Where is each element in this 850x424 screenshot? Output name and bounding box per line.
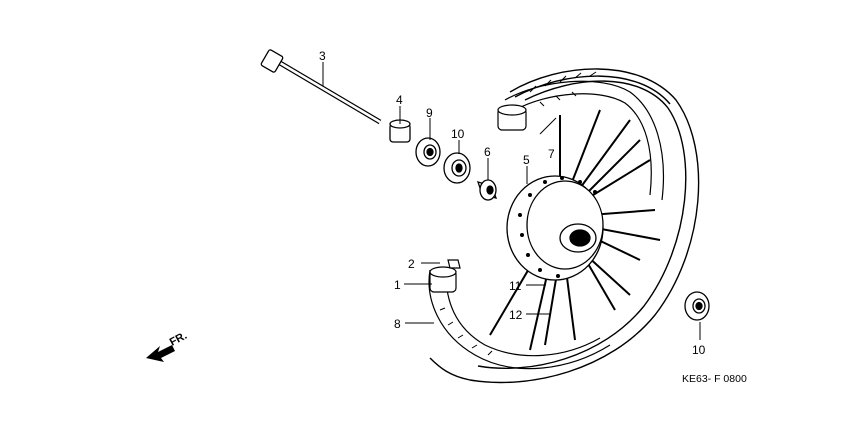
bearing-10-lower: [684, 291, 710, 321]
diagram-code: KE63- F 0800: [682, 373, 747, 385]
callout-8: 8: [394, 317, 401, 331]
callout-12: 12: [509, 308, 523, 322]
direction-label: FR.: [168, 330, 189, 349]
bearing-10-upper: [443, 152, 471, 184]
callout-3: 3: [319, 49, 326, 63]
hub-bolt-holes: [518, 176, 597, 278]
side-collar: [476, 179, 498, 201]
arrow-left-icon: [146, 345, 175, 362]
callout-6: 6: [484, 145, 491, 159]
callout-11: 11: [509, 279, 522, 293]
front-direction-arrow: FR.: [146, 330, 189, 362]
callout-7: 7: [548, 147, 555, 161]
rim-upper: [497, 80, 665, 201]
callout-2: 2: [408, 257, 415, 271]
callout-4: 4: [396, 93, 403, 107]
bearing-9: [415, 137, 441, 167]
callout-5: 5: [523, 153, 530, 167]
leader-lines: [322, 62, 701, 340]
callout-10-lower: 10: [692, 343, 706, 357]
callout-10-upper: 10: [451, 127, 465, 141]
callout-9: 9: [426, 106, 433, 120]
rim-lower: [428, 259, 611, 370]
axle: [260, 49, 382, 125]
callout-1: 1: [394, 278, 401, 292]
hub: [506, 175, 604, 281]
